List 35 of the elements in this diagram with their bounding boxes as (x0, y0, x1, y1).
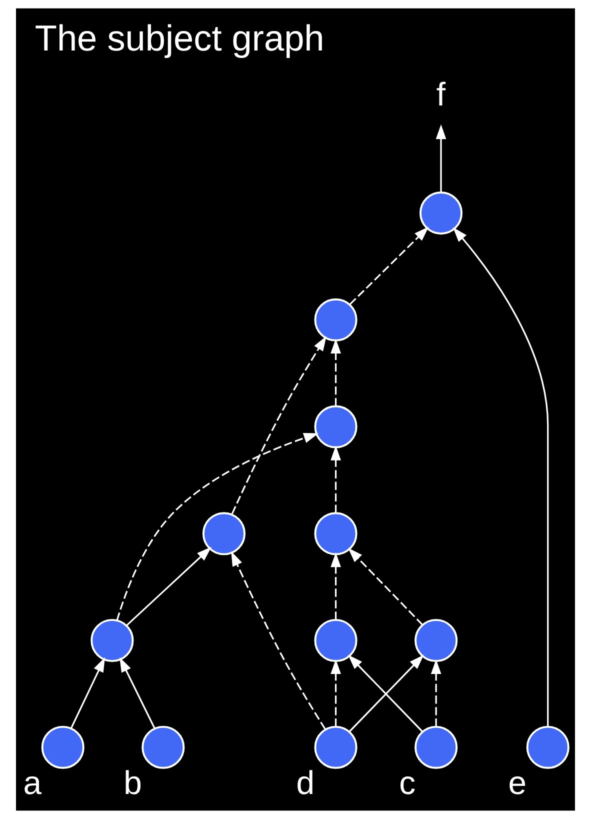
node-circle (526, 726, 570, 769)
arrow (430, 659, 442, 727)
node-circle (314, 512, 358, 556)
node-circle (142, 726, 185, 769)
arrow (436, 124, 446, 192)
arrow (120, 657, 156, 728)
arrow (330, 659, 341, 727)
arrow (348, 548, 424, 626)
node-label: c (399, 764, 416, 802)
arrow (231, 551, 326, 730)
node-circle (419, 191, 463, 235)
diagram-title: The subject graph (34, 17, 324, 58)
node-label: d (296, 764, 315, 802)
node-circle (414, 618, 458, 662)
node-circle (314, 618, 358, 662)
arrow (116, 433, 319, 621)
node-label: e (508, 764, 527, 802)
arrow (330, 338, 341, 406)
node-text: f (436, 75, 446, 112)
arrow (231, 336, 326, 514)
arrow (126, 546, 212, 626)
arrow (330, 552, 341, 620)
node-circle (41, 726, 84, 769)
node-label: b (124, 764, 142, 802)
node-circle (90, 618, 134, 662)
node-circle (314, 726, 358, 769)
arrow (349, 226, 429, 305)
node-label: a (23, 764, 42, 802)
node-circle (414, 726, 458, 769)
node-circle (314, 298, 358, 342)
arrow (70, 657, 106, 728)
arrow (452, 227, 549, 727)
arrow (330, 446, 341, 513)
node-circle (314, 405, 358, 448)
node-circle (202, 512, 246, 556)
